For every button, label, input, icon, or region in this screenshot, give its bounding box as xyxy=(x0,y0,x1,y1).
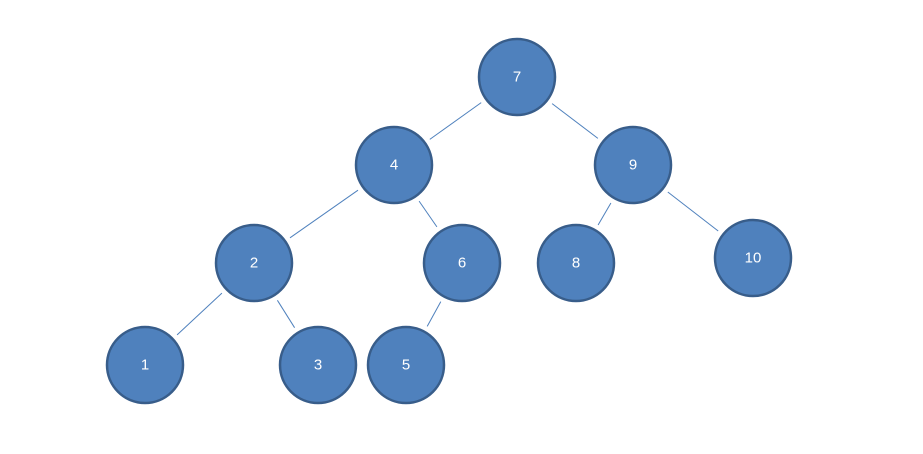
tree-node-4: 4 xyxy=(354,125,434,205)
node-label: 5 xyxy=(402,357,410,374)
edge-n6-n5 xyxy=(426,301,442,327)
node-circle xyxy=(214,223,294,303)
tree-node-10: 10 xyxy=(713,218,793,298)
node-circle xyxy=(593,125,673,205)
node-circle xyxy=(713,218,793,298)
edge-n4-n6 xyxy=(418,200,438,228)
node-circle xyxy=(477,37,557,117)
tree-node-9: 9 xyxy=(593,125,673,205)
edge-n9-n10 xyxy=(667,191,719,232)
edge-n2-n3 xyxy=(276,300,296,328)
tree-node-5: 5 xyxy=(366,325,446,405)
edge-n7-n4 xyxy=(429,102,482,140)
node-label: 1 xyxy=(141,357,149,374)
edge-n9-n8 xyxy=(597,202,612,226)
edge-n4-n2 xyxy=(289,189,359,239)
node-label: 10 xyxy=(745,250,762,267)
node-label: 3 xyxy=(314,357,322,374)
node-label: 6 xyxy=(458,255,466,272)
edges-layer xyxy=(176,102,719,336)
node-label: 8 xyxy=(572,255,580,272)
node-circle xyxy=(422,223,502,303)
tree-node-1: 1 xyxy=(105,325,185,405)
nodes-layer: 7 4 9 2 6 8 10 1 3 5 xyxy=(105,37,793,405)
edge-n7-n9 xyxy=(551,103,599,139)
node-circle xyxy=(105,325,185,405)
node-circle xyxy=(278,325,358,405)
node-label: 2 xyxy=(250,255,258,272)
node-circle xyxy=(354,125,434,205)
node-label: 7 xyxy=(513,69,521,86)
tree-node-8: 8 xyxy=(536,223,616,303)
tree-node-7: 7 xyxy=(477,37,557,117)
node-label: 4 xyxy=(390,157,398,174)
tree-node-6: 6 xyxy=(422,223,502,303)
edge-n2-n1 xyxy=(176,292,223,336)
tree-node-3: 3 xyxy=(278,325,358,405)
tree-node-2: 2 xyxy=(214,223,294,303)
node-circle xyxy=(366,325,446,405)
node-circle xyxy=(536,223,616,303)
node-label: 9 xyxy=(629,157,637,174)
